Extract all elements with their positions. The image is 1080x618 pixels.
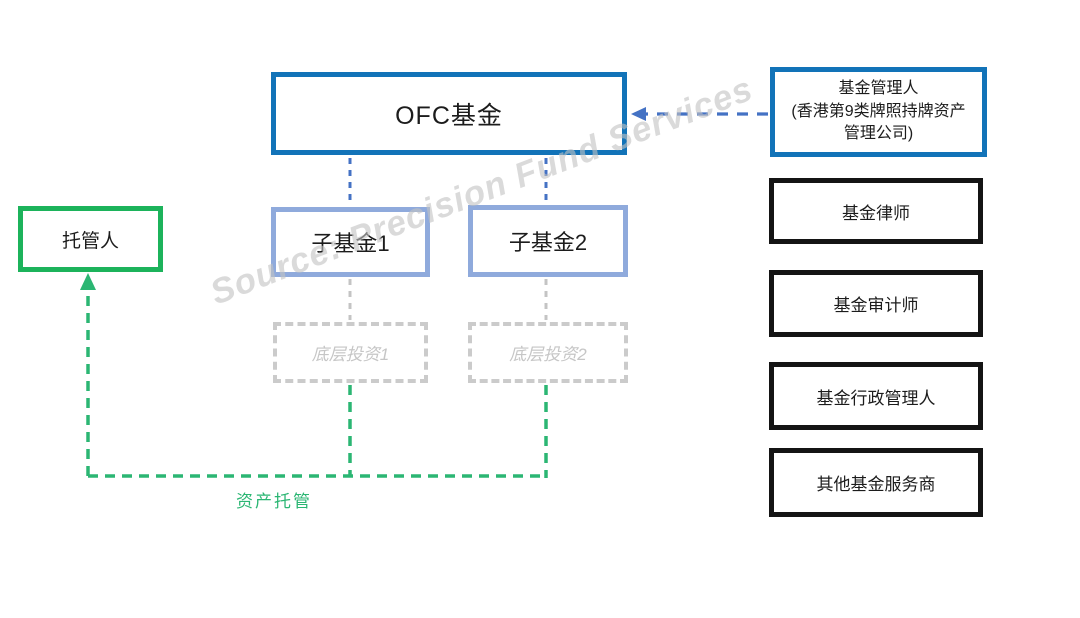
custody-arrow-head-up xyxy=(80,273,96,290)
fund-manager-label: 基金管理人 (香港第9类牌照持牌资产 管理公司) xyxy=(791,78,965,145)
sub-fund-2-label: 子基金2 xyxy=(508,230,588,255)
sub-fund-2-box: 子基金2 xyxy=(468,205,628,277)
fund-administrator-box: 基金行政管理人 xyxy=(769,362,983,430)
ofc-fund-box: OFC基金 xyxy=(271,72,627,155)
fund-manager-line-2: (香港第9类牌照持牌资产 xyxy=(791,102,966,120)
underlying-investment-1-box: 底层投资1 xyxy=(273,322,428,383)
sub-fund-1-label: 子基金1 xyxy=(311,231,390,256)
fund-lawyer-label: 基金律师 xyxy=(842,203,910,223)
fund-auditor-label: 基金审计师 xyxy=(833,296,919,315)
fund-manager-line-1: 基金管理人 xyxy=(838,80,919,98)
custodian-label: 托管人 xyxy=(61,230,119,252)
other-fund-service-providers-label: 其他基金服务商 xyxy=(816,475,936,494)
fund-auditor-box: 基金审计师 xyxy=(769,270,983,337)
asset-custody-label: 资产托管 xyxy=(236,492,312,511)
custodian-box: 托管人 xyxy=(18,206,163,272)
arrow-manager-to-ofc-head xyxy=(631,107,646,121)
sub-fund-1-box: 子基金1 xyxy=(271,207,430,277)
underlying-investment-2-label: 底层投资2 xyxy=(509,345,587,364)
fund-lawyer-box: 基金律师 xyxy=(769,178,983,244)
fund-administrator-label: 基金行政管理人 xyxy=(816,388,936,408)
fund-manager-line-3: 管理公司) xyxy=(843,125,914,143)
fund-manager-box: 基金管理人 (香港第9类牌照持牌资产 管理公司) xyxy=(770,67,987,157)
ofc-fund-label: OFC基金 xyxy=(395,101,503,130)
underlying-investment-2-box: 底层投资2 xyxy=(468,322,628,383)
underlying-investment-1-label: 底层投资1 xyxy=(311,345,390,364)
other-fund-service-providers-box: 其他基金服务商 xyxy=(769,448,983,517)
